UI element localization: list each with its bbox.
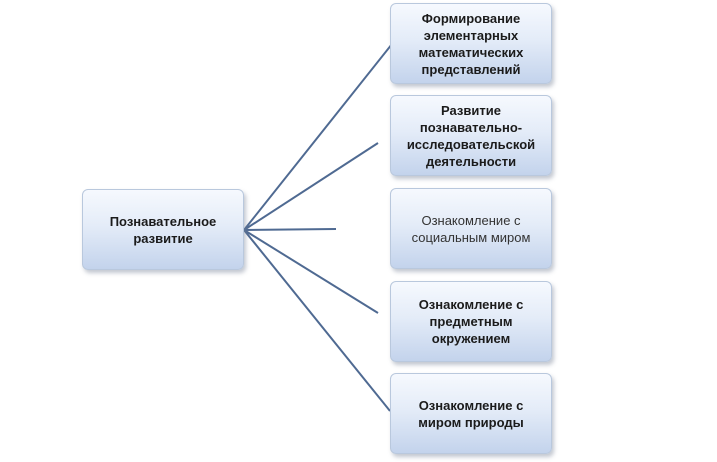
connector-2 bbox=[243, 142, 379, 231]
branch-node-research: Развитие познавательно-исследовательской… bbox=[390, 95, 552, 176]
branch-node-math: Формирование элементарных математических… bbox=[390, 3, 552, 84]
branch-node-objects: Ознакомление с предметным окружением bbox=[390, 281, 552, 362]
branch-node-label: Ознакомление с предметным окружением bbox=[418, 297, 524, 346]
branch-node-nature: Ознакомление с миром природы bbox=[390, 373, 552, 454]
connector-1 bbox=[243, 43, 393, 231]
branch-node-label: Формирование элементарных математических… bbox=[418, 10, 524, 77]
branch-node-social: Ознакомление с социальным миром bbox=[390, 188, 552, 269]
branch-node-label: Ознакомление с социальным миром bbox=[411, 212, 531, 245]
central-node: Познавательное развитие bbox=[82, 189, 244, 270]
branch-node-label: Развитие познавательно-исследовательской… bbox=[406, 102, 536, 169]
connector-5 bbox=[243, 229, 391, 412]
central-node-label: Познавательное развитие bbox=[109, 213, 217, 246]
connector-3 bbox=[243, 228, 337, 231]
connector-4 bbox=[243, 229, 379, 314]
branch-node-label: Ознакомление с миром природы bbox=[418, 397, 524, 430]
